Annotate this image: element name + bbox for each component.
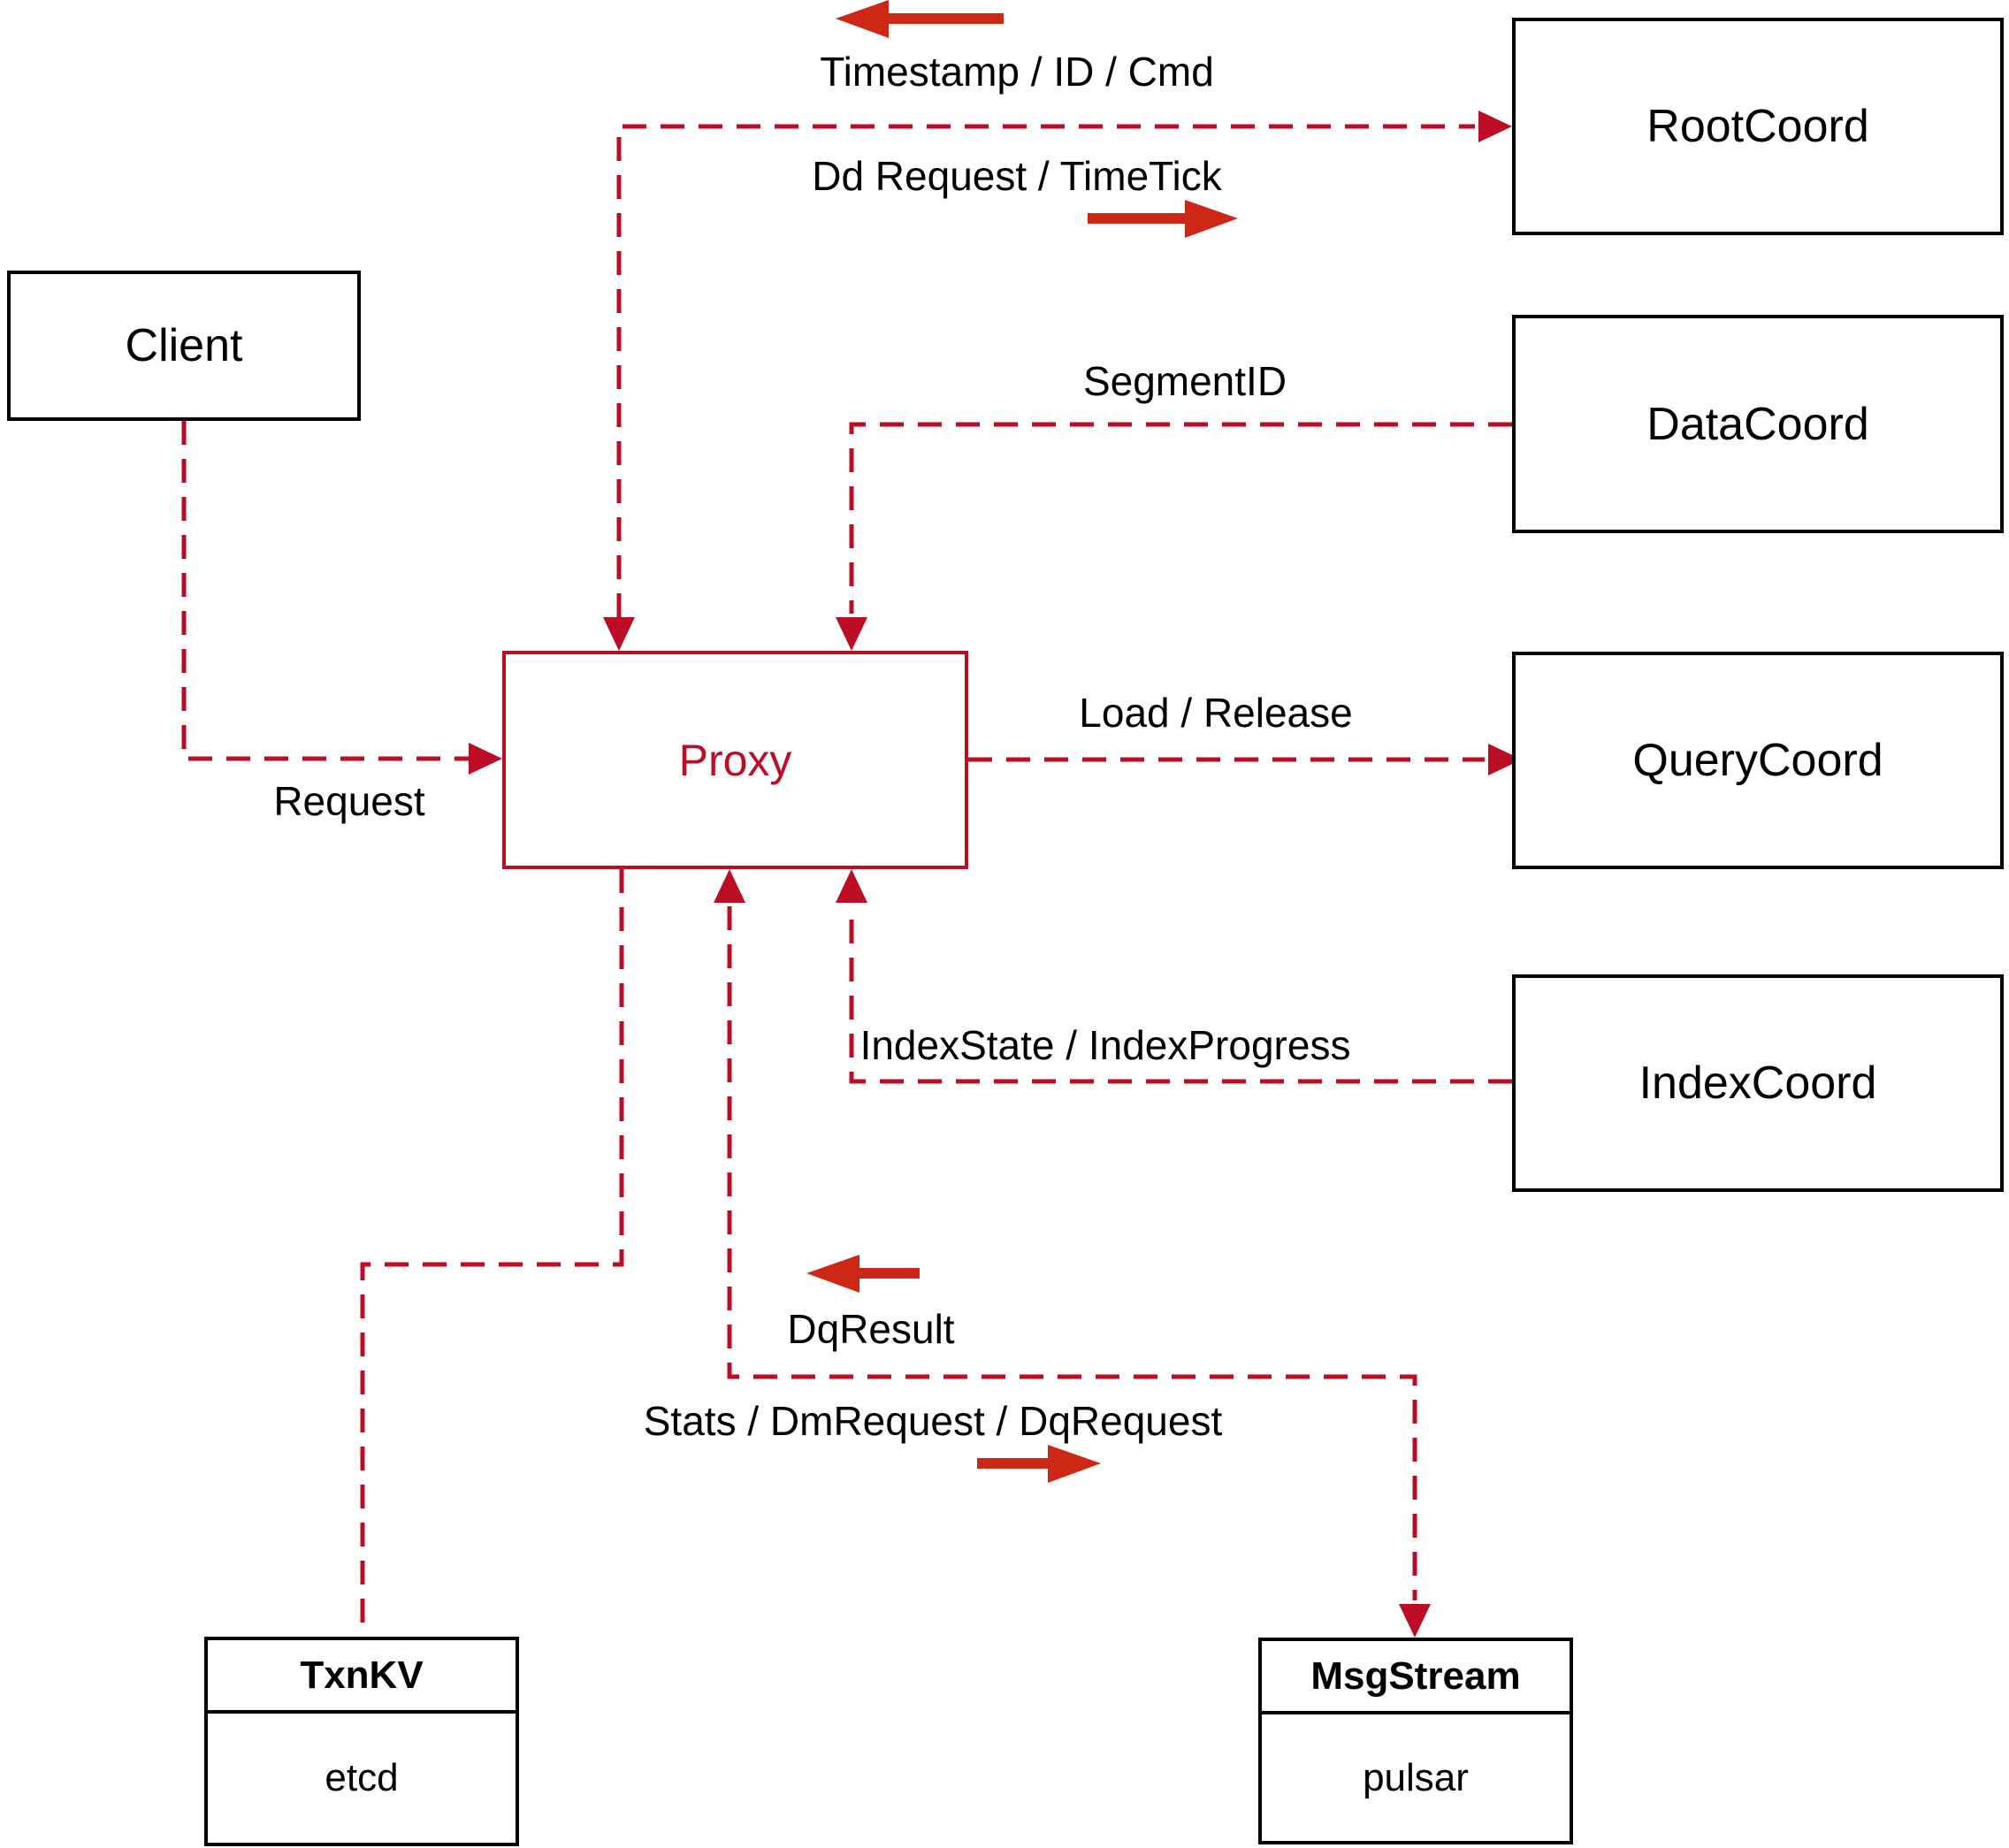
edge-label-load-release: Load / Release xyxy=(1079,690,1353,736)
node-indexcoord-label: IndexCoord xyxy=(1639,1058,1877,1109)
edge-label-dqresult: DqResult xyxy=(787,1306,955,1352)
node-msgstream: MsgStream pulsar xyxy=(1258,1638,1573,1844)
arrowhead-into-querycoord xyxy=(1488,744,1522,775)
arrowhead-into-proxy-top-right xyxy=(836,617,867,651)
node-txnkv: TxnKV etcd xyxy=(204,1637,519,1846)
node-msgstream-title: MsgStream xyxy=(1262,1641,1570,1714)
node-indexcoord: IndexCoord xyxy=(1512,974,2004,1192)
node-rootcoord-label: RootCoord xyxy=(1646,101,1869,152)
arrowhead-into-msgstream xyxy=(1399,1604,1431,1638)
node-client-label: Client xyxy=(125,320,243,371)
arrowhead-into-rootcoord xyxy=(1478,111,1512,142)
node-rootcoord: RootCoord xyxy=(1512,18,2004,235)
node-datacoord-label: DataCoord xyxy=(1646,398,1869,450)
edge-datacoord-proxy-line xyxy=(849,422,1512,614)
node-proxy-label: Proxy xyxy=(678,735,792,785)
direction-arrow-right-stats-icon xyxy=(977,1445,1101,1483)
node-proxy: Proxy xyxy=(502,651,968,869)
node-querycoord: QueryCoord xyxy=(1512,652,2004,869)
node-client: Client xyxy=(7,271,361,421)
direction-arrow-left-timestamp-icon xyxy=(836,0,1004,38)
edge-indexcoord-proxy-line xyxy=(849,906,1512,1084)
arrowhead-into-proxy-bottom-mid xyxy=(714,869,745,903)
arrowhead-into-proxy-left xyxy=(469,743,502,775)
direction-arrow-right-ddrequest-icon xyxy=(1088,200,1238,238)
edge-label-indexstate-indexprogress: IndexState / IndexProgress xyxy=(859,1022,1351,1068)
edge-label-request: Request xyxy=(273,778,425,824)
edge-label-timestamp-id-cmd: Timestamp / ID / Cmd xyxy=(820,49,1214,95)
node-datacoord: DataCoord xyxy=(1512,315,2004,533)
arrowhead-into-proxy-bottom-right xyxy=(836,869,867,903)
node-querycoord-label: QueryCoord xyxy=(1632,735,1883,786)
direction-arrow-left-dqresult-icon xyxy=(806,1255,920,1293)
edge-label-stats-dmrequest-dqrequest: Stats / DmRequest / DqRequest xyxy=(643,1398,1223,1444)
edge-label-dd-request-timetick: Dd Request / TimeTick xyxy=(812,153,1222,199)
edge-client-proxy-line xyxy=(181,421,488,761)
node-txnkv-subtitle: etcd xyxy=(325,1756,399,1799)
node-txnkv-title: TxnKV xyxy=(208,1640,516,1714)
edge-proxy-txnkv-line xyxy=(360,869,624,1635)
node-msgstream-subtitle: pulsar xyxy=(1363,1755,1469,1799)
edge-label-segmentid: SegmentID xyxy=(1082,358,1287,404)
edge-proxy-msgstream-line xyxy=(727,906,1417,1600)
edge-proxy-rootcoord-line xyxy=(616,124,1475,617)
arrowhead-into-proxy-top-left xyxy=(603,617,635,651)
